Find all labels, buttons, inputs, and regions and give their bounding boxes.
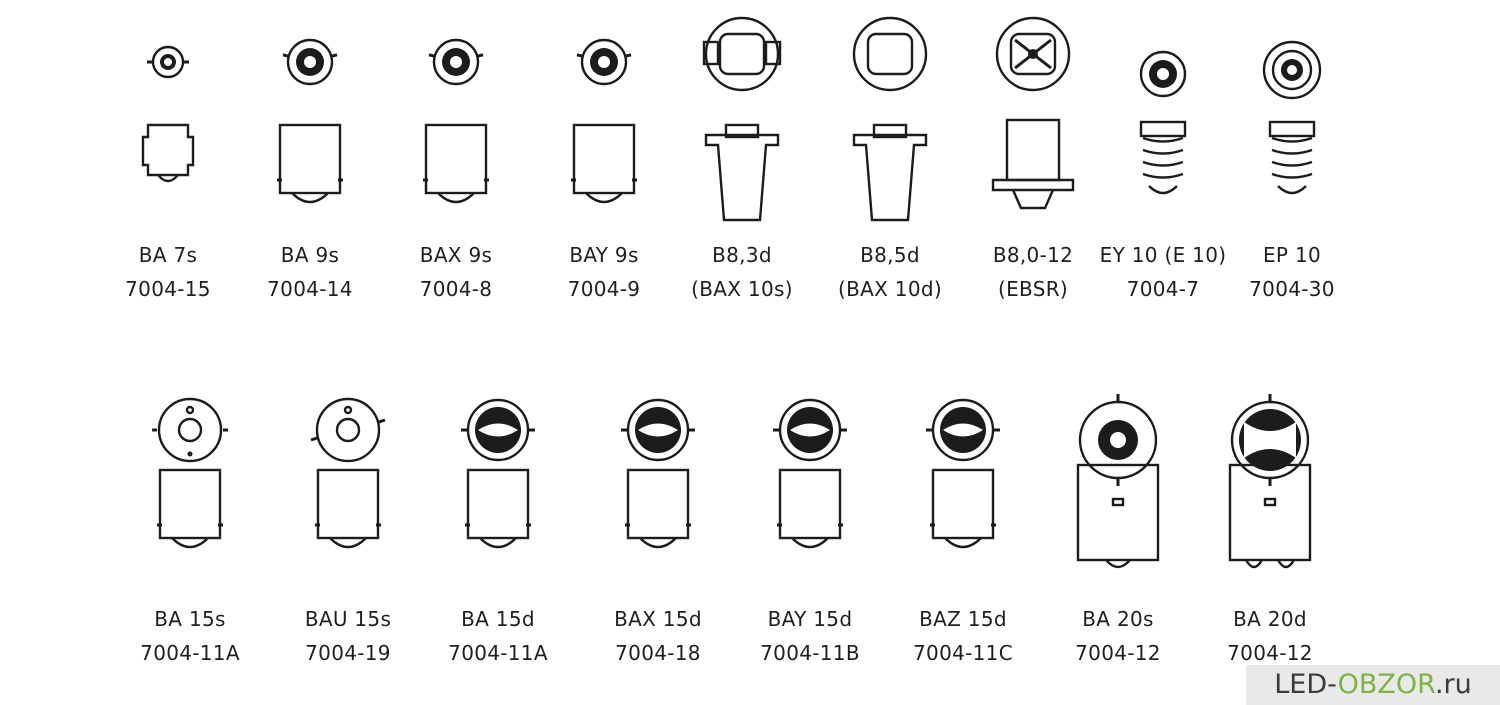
- lamp-code: BAY 9s: [569, 243, 639, 267]
- lamp-top-view: [702, 16, 782, 92]
- lamp-number: (BAX 10s): [691, 277, 793, 301]
- lamp-label: EY 10 (E 10) 7004-7: [1083, 238, 1243, 306]
- lamp-label: BAX 9s 7004-8: [376, 238, 536, 306]
- lamp-number: 7004-12: [1227, 641, 1313, 665]
- lamp-side-view: [423, 123, 489, 204]
- lamp-top-view: [152, 397, 228, 463]
- lamp-code: B8,0-12: [992, 243, 1074, 267]
- lamp-top-view: [310, 397, 386, 463]
- lamp-side-view: [277, 123, 343, 204]
- lamp-code: BAY 15d: [767, 607, 853, 631]
- lamp-side-view: [141, 123, 195, 183]
- lamp-label: BAX 15d 7004-18: [578, 602, 738, 670]
- lamp-side-view: [777, 468, 843, 549]
- lamp-number: (EBSR): [997, 277, 1068, 301]
- lamp-side-view: [571, 123, 637, 204]
- lamp-code: BA 15s: [154, 607, 226, 631]
- lamp-side-view: [704, 123, 780, 222]
- lamp-code: BAX 9s: [419, 243, 493, 267]
- lamp-number: 7004-11A: [448, 641, 548, 665]
- lamp-top-view: [1139, 50, 1187, 98]
- lamp-top-view: [621, 398, 695, 462]
- lamp-number: 7004-11A: [140, 641, 240, 665]
- lamp-top-view: [428, 38, 484, 86]
- lamp-top-view: [576, 38, 632, 86]
- lamp-label: BA 20s 7004-12: [1038, 602, 1198, 670]
- lamp-top-view: [1078, 394, 1158, 486]
- lamp-code: EP 10: [1262, 243, 1321, 267]
- lamp-number: 7004-19: [305, 641, 391, 665]
- lamp-label: EP 10 7004-30: [1212, 238, 1372, 306]
- lamp-top-view: [773, 398, 847, 462]
- lamp-top-view: [995, 16, 1071, 92]
- lamp-code: B8,5d: [860, 243, 920, 267]
- lamp-code: BAU 15s: [304, 607, 392, 631]
- lamp-top-view: [461, 398, 535, 462]
- lamp-code: BA 20d: [1233, 607, 1307, 631]
- lamp-number: 7004-7: [1126, 277, 1200, 301]
- lamp-top-view: [852, 16, 928, 92]
- lamp-code: EY 10 (E 10): [1099, 243, 1227, 267]
- lamp-top-view: [147, 45, 189, 79]
- lamp-number: 7004-18: [615, 641, 701, 665]
- lamp-label: BA 15s 7004-11A: [110, 602, 270, 670]
- lamp-code: BAX 15d: [614, 607, 702, 631]
- lamp-side-view: [1139, 120, 1187, 195]
- lamp-top-view: [926, 398, 1000, 462]
- lamp-label: BA 20d 7004-12: [1190, 602, 1350, 670]
- lamp-label: BAY 9s 7004-9: [524, 238, 684, 306]
- lamp-number: 7004-30: [1249, 277, 1335, 301]
- lamp-label: B8,3d (BAX 10s): [662, 238, 822, 306]
- lamp-label: BAY 15d 7004-11B: [730, 602, 890, 670]
- lamp-number: (BAX 10d): [838, 277, 942, 301]
- lamp-number: 7004-15: [125, 277, 211, 301]
- lamp-label: B8,0-12 (EBSR): [953, 238, 1113, 306]
- lamp-side-view: [625, 468, 691, 549]
- watermark-prefix: LED-: [1274, 669, 1338, 700]
- lamp-label: BA 15d 7004-11A: [418, 602, 578, 670]
- lamp-code: BA 15d: [461, 607, 535, 631]
- lamp-number: 7004-14: [267, 277, 353, 301]
- lamp-top-view: [282, 38, 338, 86]
- lamp-side-view: [1228, 463, 1312, 569]
- lamp-side-view: [157, 468, 223, 549]
- lamp-code: BA 7s: [138, 243, 198, 267]
- lamp-top-view: [1262, 40, 1322, 100]
- lamp-label: BA 7s 7004-15: [88, 238, 248, 306]
- lamp-side-view: [930, 468, 996, 549]
- lamp-side-view: [465, 468, 531, 549]
- watermark-accent: OBZOR: [1337, 669, 1435, 700]
- lamp-code: BA 20s: [1082, 607, 1154, 631]
- lamp-code: B8,3d: [712, 243, 772, 267]
- lamp-label: BAU 15s 7004-19: [268, 602, 428, 670]
- lamp-label: BA 9s 7004-14: [230, 238, 390, 306]
- lamp-number: 7004-9: [567, 277, 641, 301]
- lamp-side-view: [1268, 120, 1316, 195]
- lamp-number: 7004-11B: [760, 641, 860, 665]
- lamp-code: BAZ 15d: [919, 607, 1007, 631]
- lamp-number: 7004-12: [1075, 641, 1161, 665]
- watermark-suffix: .ru: [1434, 669, 1472, 700]
- lamp-side-view: [991, 118, 1075, 210]
- lamp-top-view: [1230, 394, 1310, 486]
- lamp-number: 7004-8: [419, 277, 493, 301]
- lamp-side-view: [1076, 463, 1160, 569]
- lamp-number: 7004-11C: [913, 641, 1013, 665]
- lamp-code: BA 9s: [280, 243, 340, 267]
- lamp-side-view: [315, 468, 381, 549]
- lamp-side-view: [852, 123, 928, 222]
- site-watermark: LED-OBZOR.ru: [1246, 665, 1500, 705]
- lamp-label: BAZ 15d 7004-11C: [883, 602, 1043, 670]
- lamp-label: B8,5d (BAX 10d): [810, 238, 970, 306]
